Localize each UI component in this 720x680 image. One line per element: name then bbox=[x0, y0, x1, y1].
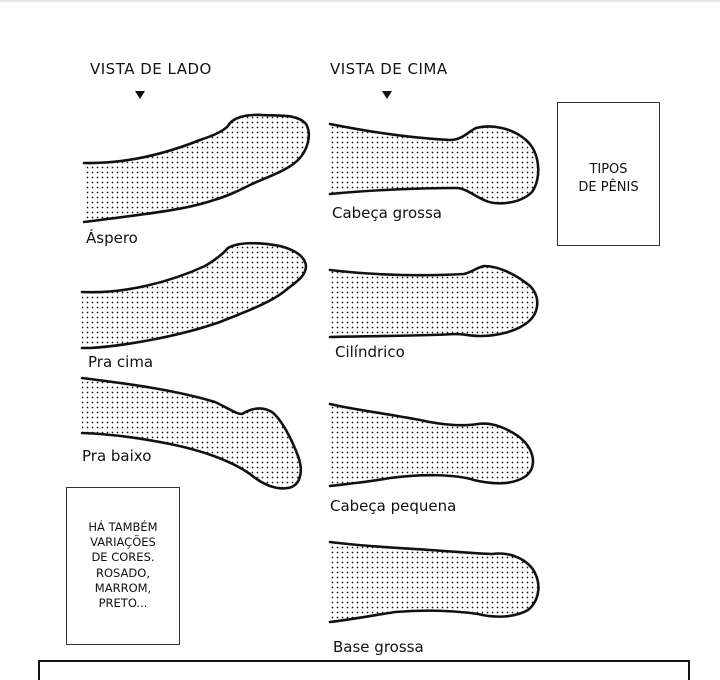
side-view-arrow-icon bbox=[135, 91, 145, 99]
colors-box-line: MARROM, bbox=[94, 580, 152, 595]
types-box-line: TIPOS bbox=[589, 162, 628, 177]
top-label-cabeca-pequena: Cabeça pequena bbox=[330, 497, 457, 515]
shape-base-grossa bbox=[328, 540, 540, 624]
shape-cabeca-grossa bbox=[328, 122, 540, 205]
side-label-aspero: Áspero bbox=[86, 229, 138, 247]
shape-cilindrico bbox=[328, 264, 539, 339]
top-label-base-grossa: Base grossa bbox=[333, 638, 424, 656]
top-view-arrow-icon bbox=[382, 91, 392, 99]
top-view-title: VISTA DE CIMA bbox=[330, 60, 448, 78]
types-box-text: TIPOS DE PÊNIS bbox=[558, 161, 659, 197]
colors-box-text: HÁ TAMBÉM VARIAÇÕES DE CORES. ROSADO, MA… bbox=[67, 520, 179, 611]
diagram-art bbox=[80, 113, 540, 624]
top-border bbox=[0, 0, 720, 2]
colors-box-line: VARIAÇÕES bbox=[90, 535, 156, 550]
side-label-pra-baixo: Pra baixo bbox=[82, 447, 152, 465]
colors-box-line: DE CORES. bbox=[91, 550, 155, 565]
colors-box-line: PRETO... bbox=[98, 596, 148, 611]
shape-aspero bbox=[82, 113, 311, 224]
shape-pra-baixo bbox=[80, 376, 302, 490]
shape-pra-cima bbox=[80, 241, 308, 350]
next-panel-frame bbox=[38, 660, 690, 680]
top-label-cabeca-grossa: Cabeça grossa bbox=[332, 204, 442, 222]
types-box: TIPOS DE PÊNIS bbox=[557, 102, 660, 246]
colors-box-line: ROSADO, bbox=[96, 565, 150, 580]
types-box-line: DE PÊNIS bbox=[578, 180, 639, 195]
top-label-cilindrico: Cilíndrico bbox=[335, 343, 405, 361]
colors-box-line: HÁ TAMBÉM bbox=[88, 520, 158, 534]
side-view-title: VISTA DE LADO bbox=[90, 60, 212, 78]
colors-box: HÁ TAMBÉM VARIAÇÕES DE CORES. ROSADO, MA… bbox=[66, 487, 180, 645]
side-label-pra-cima: Pra cima bbox=[88, 353, 154, 371]
shape-cabeca-pequena bbox=[328, 402, 535, 488]
